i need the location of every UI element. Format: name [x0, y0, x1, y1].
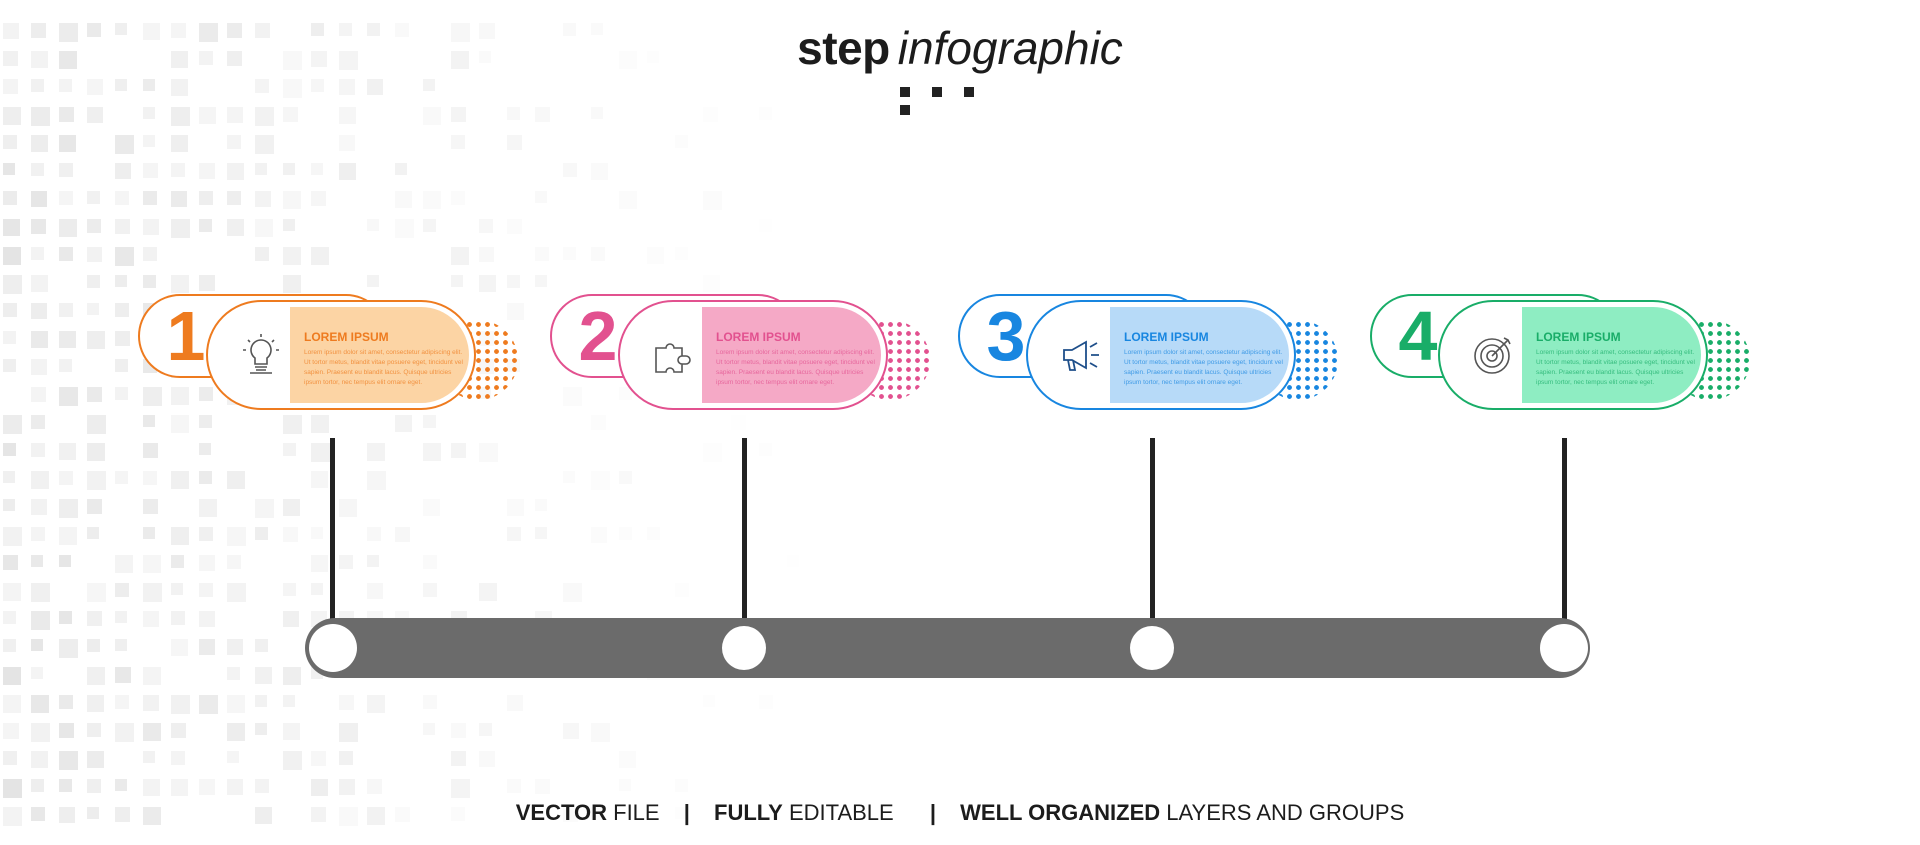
step-card-fill	[702, 307, 881, 403]
step-number: 3	[986, 297, 1026, 375]
connector-line-1	[330, 438, 335, 620]
footer-editable-bold: FULLY	[714, 800, 783, 825]
step-heading: LOREM IPSUM	[1536, 330, 1621, 344]
step-1: 1 LOREM IPSUM Lorem ipsum dolor sit amet…	[138, 290, 538, 430]
footer-organized-bold: WELL ORGANIZED	[960, 800, 1161, 825]
step-card-fill	[1110, 307, 1289, 403]
step-card-fill	[290, 307, 469, 403]
footer-organized-rest: LAYERS AND GROUPS	[1160, 800, 1405, 825]
title-dots-decoration	[900, 84, 1020, 115]
step-description: Lorem ipsum dolor sit amet, consectetur …	[1536, 349, 1695, 386]
step-3: 3 LOREM IPSUM Lorem ipsum dolor sit amet…	[958, 290, 1358, 430]
footer-caption: VECTOR FILE | FULLY EDITABLE | WELL ORGA…	[0, 800, 1920, 826]
step-heading: LOREM IPSUM	[1124, 330, 1209, 344]
puzzle-icon	[655, 343, 691, 373]
step-description: Lorem ipsum dolor sit amet, consectetur …	[304, 349, 463, 386]
footer-vector-bold: VECTOR	[515, 800, 608, 825]
step-card: LOREM IPSUM Lorem ipsum dolor sit amet, …	[206, 300, 476, 410]
step-description: Lorem ipsum dolor sit amet, consectetur …	[1124, 349, 1283, 386]
title-bold-text: step	[797, 22, 890, 74]
step-heading: LOREM IPSUM	[304, 330, 389, 344]
megaphone-icon	[1063, 340, 1099, 371]
connector-line-4	[1562, 438, 1567, 620]
footer-editable-rest: EDITABLE	[782, 800, 894, 825]
step-card: LOREM IPSUM Lorem ipsum dolor sit amet, …	[1026, 300, 1296, 410]
step-4: 4 LOREM IPSUM Lorem ipsum dolor sit amet…	[1370, 290, 1770, 430]
step-2: 2 LOREM IPSUM Lorem ipsum dolor sit amet…	[550, 290, 950, 430]
step-heading: LOREM IPSUM	[716, 330, 801, 344]
footer-separator: |	[929, 800, 936, 825]
footer-separator: |	[683, 800, 690, 825]
step-card: LOREM IPSUM Lorem ipsum dolor sit amet, …	[1438, 300, 1708, 410]
step-card: LOREM IPSUM Lorem ipsum dolor sit amet, …	[618, 300, 888, 410]
step-number: 4	[1398, 297, 1438, 375]
connector-line-2	[742, 438, 747, 620]
connector-line-3	[1150, 438, 1155, 620]
target-icon	[1474, 337, 1511, 374]
footer-vector-rest: FILE	[607, 800, 660, 825]
step-description: Lorem ipsum dolor sit amet, consectetur …	[716, 349, 875, 386]
lightbulb-icon	[243, 334, 279, 374]
step-number: 1	[166, 297, 206, 375]
step-card-fill	[1522, 307, 1701, 403]
title-italic-text: infographic	[897, 22, 1123, 74]
step-number: 2	[578, 297, 618, 375]
